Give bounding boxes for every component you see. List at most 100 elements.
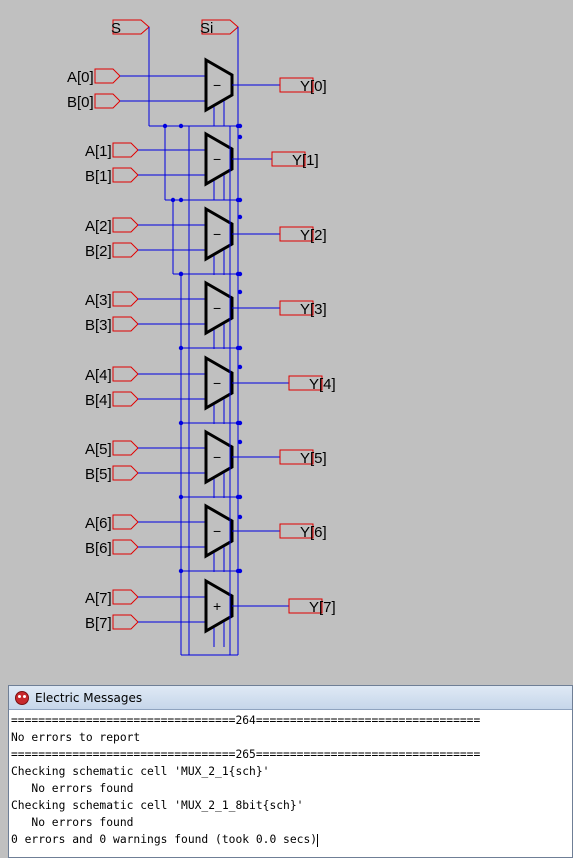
input-port[interactable] <box>112 514 139 530</box>
wire-junction <box>237 134 243 140</box>
schematic-drawing[interactable]: S SiA[0] B[0] − Y[0] A[1] B[1] − Y[1] A[2] B[2] − Y[… <box>0 0 573 685</box>
mux-operator-sign: − <box>213 523 221 539</box>
electric-app-icon <box>15 691 29 705</box>
input-label-a: A[1] <box>85 143 112 160</box>
output-label: Y[3] <box>300 301 327 318</box>
input-label-b: B[6] <box>85 540 112 557</box>
wire-junction <box>178 420 184 426</box>
output-label: Y[4] <box>309 376 336 393</box>
input-port[interactable] <box>112 291 139 307</box>
message-line: =================================265====… <box>11 748 481 761</box>
input-port[interactable] <box>112 316 139 332</box>
input-label-a: A[4] <box>85 367 112 384</box>
input-label-a: A[3] <box>85 292 112 309</box>
mux-symbol[interactable] <box>204 355 234 411</box>
wire-junction <box>237 514 243 520</box>
message-line: Checking schematic cell 'MUX_2_1{sch}' <box>11 765 270 778</box>
mux-operator-sign: − <box>213 77 221 93</box>
input-port[interactable] <box>112 167 139 183</box>
wire-junction <box>178 494 184 500</box>
message-line: No errors found <box>11 782 134 795</box>
output-port[interactable] <box>288 375 323 391</box>
input-port[interactable] <box>112 142 139 158</box>
input-port[interactable] <box>112 539 139 555</box>
wire-junction <box>237 214 243 220</box>
mux-operator-sign: + <box>213 598 221 614</box>
wire-junction <box>235 197 241 203</box>
mux-symbol[interactable] <box>204 578 234 634</box>
input-label-a: A[6] <box>85 515 112 532</box>
messages-title-bar[interactable]: Electric Messages <box>9 686 572 710</box>
wire-junction <box>235 271 241 277</box>
message-line: No errors to report <box>11 731 141 744</box>
output-port[interactable] <box>271 151 306 167</box>
output-port[interactable] <box>279 300 314 316</box>
wire-junction <box>235 345 241 351</box>
input-port[interactable] <box>112 391 139 407</box>
input-label-b: B[3] <box>85 317 112 334</box>
output-label: Y[7] <box>309 599 336 616</box>
input-port[interactable] <box>112 614 139 630</box>
input-port[interactable] <box>112 589 139 605</box>
output-port[interactable] <box>279 449 314 465</box>
output-port[interactable] <box>279 77 314 93</box>
mux-operator-sign: − <box>213 375 221 391</box>
output-label: Y[6] <box>300 524 327 541</box>
output-label: Y[1] <box>292 152 319 169</box>
mux-symbol[interactable] <box>204 57 234 113</box>
wire-junction <box>235 494 241 500</box>
mux-symbol[interactable] <box>204 131 234 187</box>
wire-junction <box>178 123 184 129</box>
wire-junction <box>178 345 184 351</box>
input-port[interactable] <box>94 68 121 84</box>
wire-junction <box>235 123 241 129</box>
input-port[interactable] <box>112 440 139 456</box>
output-port[interactable] <box>279 523 314 539</box>
text-cursor <box>317 833 319 847</box>
input-label-b: B[7] <box>85 615 112 632</box>
select-port-si[interactable] <box>201 19 239 35</box>
message-line-last: 0 errors and 0 warnings found (took 0.0 … <box>11 831 572 848</box>
select-label: S <box>111 20 121 37</box>
input-port[interactable] <box>112 366 139 382</box>
wire-junction <box>235 568 241 574</box>
wire-junction <box>235 420 241 426</box>
input-label-a: A[7] <box>85 590 112 607</box>
output-label: Y[0] <box>300 78 327 95</box>
mux-symbol[interactable] <box>204 206 234 262</box>
messages-title: Electric Messages <box>35 691 143 705</box>
message-line: No errors found <box>11 816 134 829</box>
input-label-a: A[0] <box>67 69 94 86</box>
message-line: =================================264====… <box>11 714 481 727</box>
message-line-text: 0 errors and 0 warnings found (took 0.0 … <box>11 833 318 846</box>
input-label-b: B[2] <box>85 243 112 260</box>
messages-window[interactable]: Electric Messages ======================… <box>8 685 573 858</box>
select-port-s[interactable] <box>112 19 150 35</box>
input-label-a: A[2] <box>85 218 112 235</box>
output-label: Y[2] <box>300 227 327 244</box>
output-port[interactable] <box>288 598 323 614</box>
mux-operator-sign: − <box>213 226 221 242</box>
input-label-a: A[5] <box>85 441 112 458</box>
wire-junction <box>237 439 243 445</box>
wire-junction <box>237 289 243 295</box>
message-line: Checking schematic cell 'MUX_2_1_8bit{sc… <box>11 799 304 812</box>
wire-junction <box>178 197 184 203</box>
output-port[interactable] <box>279 226 314 242</box>
mux-symbol[interactable] <box>204 503 234 559</box>
select-label: Si <box>200 20 213 37</box>
input-label-b: B[1] <box>85 168 112 185</box>
input-port[interactable] <box>112 217 139 233</box>
mux-symbol[interactable] <box>204 280 234 336</box>
input-port[interactable] <box>112 465 139 481</box>
input-label-b: B[0] <box>67 94 94 111</box>
mux-operator-sign: − <box>213 449 221 465</box>
wire-junction <box>178 271 184 277</box>
input-port[interactable] <box>112 242 139 258</box>
mux-operator-sign: − <box>213 151 221 167</box>
mux-symbol[interactable] <box>204 429 234 485</box>
messages-text-area[interactable]: =================================264====… <box>11 712 572 857</box>
input-port[interactable] <box>94 93 121 109</box>
wire-junction <box>237 364 243 370</box>
